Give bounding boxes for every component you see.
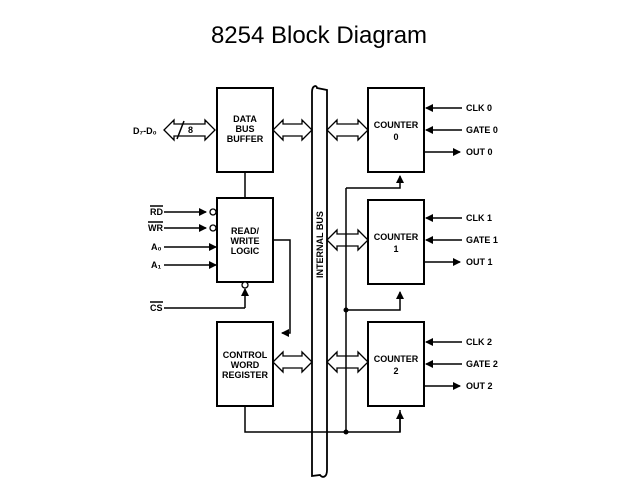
data-bus-buffer-label-3: BUFFER	[227, 134, 264, 144]
counter2-label-2: 2	[393, 366, 398, 376]
rd-bubble	[209, 208, 217, 216]
internal-bus	[311, 85, 328, 478]
rw-to-cwr-line	[273, 239, 291, 337]
internal-bus-label: INTERNAL BUS	[315, 211, 325, 278]
wr-label: WR	[148, 223, 163, 233]
data-bus-label: D₇-D₀	[133, 126, 157, 136]
data-bus-width: 8	[188, 125, 193, 135]
wr-bubble	[209, 224, 217, 232]
junction-dot-1	[343, 307, 349, 313]
counter1-label-2: 1	[393, 244, 398, 254]
cs-bubble	[241, 281, 249, 289]
counter0-label-1: COUNTER	[374, 120, 419, 130]
out2-label: OUT 2	[466, 381, 493, 391]
rw-logic-label-3: LOGIC	[231, 246, 260, 256]
a0-label: A₀	[151, 242, 162, 252]
counter1-label-1: COUNTER	[374, 232, 419, 242]
data-bus-slash	[176, 120, 185, 140]
feed-counter1	[346, 291, 404, 311]
bus-counter0-arrow	[326, 118, 369, 142]
counter0-label-2: 0	[393, 132, 398, 142]
data-bus-arrow	[163, 118, 216, 142]
cs-label: CS	[150, 303, 163, 313]
gate2-label: GATE 2	[466, 359, 498, 369]
cwr-label-3: REGISTER	[222, 370, 269, 380]
page-title: 8254 Block Diagram	[210, 22, 428, 49]
counter0-block	[367, 87, 425, 173]
cwr-label-2: WORD	[231, 360, 260, 370]
cwr-label-1: CONTROL	[223, 350, 268, 360]
bus-counter1-arrow	[326, 228, 369, 252]
gate0-label: GATE 0	[466, 125, 498, 135]
data-bus-buffer-label-1: DATA	[233, 114, 257, 124]
feed-counter0	[346, 175, 404, 189]
rd-label: RD	[150, 207, 163, 217]
rw-logic-label-2: WRITE	[231, 236, 260, 246]
bus-counter2-arrow	[326, 350, 369, 374]
clk1-label: CLK 1	[466, 213, 492, 223]
counter2-block	[367, 321, 425, 407]
cwr-bus-arrow	[272, 350, 313, 374]
data-bus-buffer-label-2: BUS	[235, 124, 254, 134]
gate1-label: GATE 1	[466, 235, 498, 245]
clk2-label: CLK 2	[466, 337, 492, 347]
junction-dot-2	[343, 429, 349, 435]
clk0-label: CLK 0	[466, 103, 492, 113]
counter1-block	[367, 199, 425, 285]
read-write-logic-block	[216, 197, 274, 283]
out0-label: OUT 0	[466, 147, 493, 157]
rw-logic-label-1: READ/	[231, 226, 260, 236]
out1-label: OUT 1	[466, 257, 493, 267]
a1-label: A₁	[151, 260, 161, 270]
buffer-bus-arrow	[272, 118, 313, 142]
counter2-label-1: COUNTER	[374, 354, 419, 364]
